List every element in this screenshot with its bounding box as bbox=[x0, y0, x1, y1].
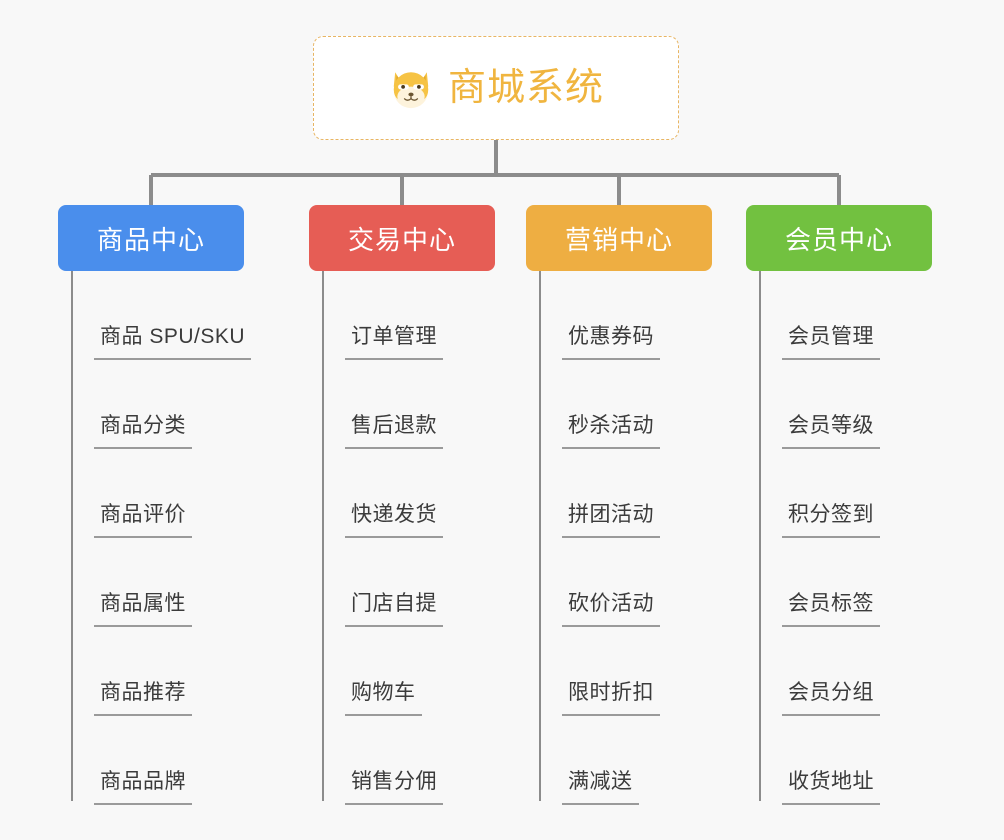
leaf-item-label: 商品品牌 bbox=[94, 765, 192, 805]
leaf-item-label: 满减送 bbox=[562, 765, 639, 805]
leaf-item[interactable]: 购物车 bbox=[309, 627, 495, 716]
leaf-item[interactable]: 商品 SPU/SKU bbox=[58, 271, 252, 360]
leaf-item-label: 收货地址 bbox=[782, 765, 880, 805]
leaf-item-label: 会员等级 bbox=[782, 409, 880, 449]
leaf-item-label: 快递发货 bbox=[345, 498, 443, 538]
root-node-mall-system[interactable]: 商城系统 bbox=[313, 36, 679, 140]
leaf-item-label: 优惠券码 bbox=[562, 320, 660, 360]
branch-header-1[interactable]: 商品中心 bbox=[58, 205, 244, 271]
leaf-item-label: 商品 SPU/SKU bbox=[94, 320, 252, 360]
branch-header-4[interactable]: 会员中心 bbox=[746, 205, 932, 271]
leaf-item-label: 门店自提 bbox=[345, 587, 443, 627]
leaf-list-3: 优惠券码秒杀活动拼团活动砍价活动限时折扣满减送 bbox=[526, 271, 712, 805]
leaf-item-label: 秒杀活动 bbox=[562, 409, 660, 449]
branch-header-label: 营销中心 bbox=[564, 224, 673, 255]
branch-header-label: 交易中心 bbox=[347, 224, 456, 255]
leaf-item[interactable]: 积分签到 bbox=[746, 449, 932, 538]
leaf-item-label: 商品分类 bbox=[94, 409, 192, 449]
leaf-item[interactable]: 商品分类 bbox=[58, 360, 244, 449]
leaf-item[interactable]: 会员等级 bbox=[746, 360, 932, 449]
leaf-item[interactable]: 订单管理 bbox=[309, 271, 495, 360]
leaf-item[interactable]: 拼团活动 bbox=[526, 449, 712, 538]
root-node-title: 商城系统 bbox=[447, 67, 604, 109]
leaf-item[interactable]: 商品属性 bbox=[58, 538, 244, 627]
branch-header-2[interactable]: 交易中心 bbox=[309, 205, 495, 271]
leaf-item-label: 商品评价 bbox=[94, 498, 192, 538]
leaf-item-label: 销售分佣 bbox=[345, 765, 443, 805]
leaf-item[interactable]: 收货地址 bbox=[746, 716, 932, 805]
leaf-item-label: 商品推荐 bbox=[94, 676, 192, 716]
leaf-item[interactable]: 商品推荐 bbox=[58, 627, 244, 716]
branch-column-2: 交易中心订单管理售后退款快递发货门店自提购物车销售分佣 bbox=[309, 205, 495, 805]
leaf-item-label: 购物车 bbox=[345, 676, 422, 716]
leaf-item-label: 会员分组 bbox=[782, 676, 880, 716]
branch-column-3: 营销中心优惠券码秒杀活动拼团活动砍价活动限时折扣满减送 bbox=[526, 205, 712, 805]
branch-column-1: 商品中心商品 SPU/SKU 商品分类商品评价商品属性商品推荐商品品牌 bbox=[58, 205, 252, 805]
leaf-item-label: 限时折扣 bbox=[562, 676, 660, 716]
leaf-item[interactable]: 会员分组 bbox=[746, 627, 932, 716]
leaf-item-label: 会员管理 bbox=[782, 320, 880, 360]
leaf-item-label: 售后退款 bbox=[345, 409, 443, 449]
leaf-list-4: 会员管理会员等级积分签到会员标签会员分组收货地址 bbox=[746, 271, 932, 805]
leaf-item[interactable]: 满减送 bbox=[526, 716, 712, 805]
leaf-item-label: 拼团活动 bbox=[562, 498, 660, 538]
leaf-item[interactable]: 会员标签 bbox=[746, 538, 932, 627]
leaf-item-label: 商品属性 bbox=[94, 587, 192, 627]
shiba-inu-dog-face-icon bbox=[393, 72, 429, 109]
leaf-item[interactable]: 售后退款 bbox=[309, 360, 495, 449]
branch-column-4: 会员中心会员管理会员等级积分签到会员标签会员分组收货地址 bbox=[746, 205, 932, 805]
branch-header-label: 会员中心 bbox=[784, 224, 893, 255]
branch-header-3[interactable]: 营销中心 bbox=[526, 205, 712, 271]
leaf-item[interactable]: 会员管理 bbox=[746, 271, 932, 360]
leaf-item[interactable]: 门店自提 bbox=[309, 538, 495, 627]
leaf-item[interactable]: 秒杀活动 bbox=[526, 360, 712, 449]
leaf-item[interactable]: 限时折扣 bbox=[526, 627, 712, 716]
leaf-item[interactable]: 销售分佣 bbox=[309, 716, 495, 805]
leaf-item-label: 砍价活动 bbox=[562, 587, 660, 627]
leaf-item-label: 会员标签 bbox=[782, 587, 880, 627]
leaf-item[interactable]: 快递发货 bbox=[309, 449, 495, 538]
leaf-list-2: 订单管理售后退款快递发货门店自提购物车销售分佣 bbox=[309, 271, 495, 805]
leaf-item-label: 积分签到 bbox=[782, 498, 880, 538]
branch-header-label: 商品中心 bbox=[96, 224, 205, 255]
leaf-item[interactable]: 商品评价 bbox=[58, 449, 244, 538]
leaf-item[interactable]: 优惠券码 bbox=[526, 271, 712, 360]
leaf-item[interactable]: 商品品牌 bbox=[58, 716, 244, 805]
leaf-item-label: 订单管理 bbox=[345, 320, 443, 360]
leaf-item[interactable]: 砍价活动 bbox=[526, 538, 712, 627]
leaf-list-1: 商品 SPU/SKU 商品分类商品评价商品属性商品推荐商品品牌 bbox=[58, 271, 252, 805]
